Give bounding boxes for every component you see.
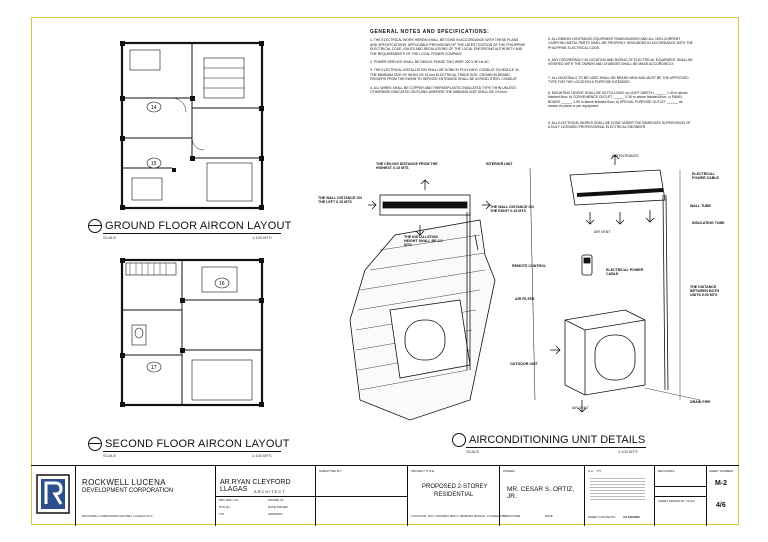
label-right: THE WALL DISTANCE ON THE RIGHT 0.15 MTS: [490, 205, 534, 213]
approval-head: A.A. - ???: [588, 469, 602, 473]
second-scale-label: SCALE: [103, 453, 117, 458]
project-cell: PROJECT TITLE: PROPOSED 2-STOREY RESIDEN…: [408, 466, 507, 526]
revisions-cell: REVISIONS SHEET DRAWN BY: CLIFF: [655, 466, 707, 526]
owner-signature: SIGNATURE: [503, 514, 521, 518]
room-tag-15: 15: [151, 161, 157, 167]
label-wall: THE INSTALLATION HEIGHT SHALL BE 2.3 MTS: [404, 235, 443, 247]
field-tin: TIN: [219, 512, 224, 516]
label-outdoor-unit: OUTDOOR UNIT: [510, 362, 538, 366]
logo-cell: [31, 466, 76, 526]
note-1: 1. THE ELECTRICAL WORK HEREIN SHALL BE D…: [370, 38, 525, 56]
label-drain-pipe: DRAIN PIPE: [690, 400, 711, 404]
notes-heading: GENERAL NOTES AND SPECIFICATIONS:: [370, 29, 490, 35]
sheet-contents-value: AS SHOWN: [623, 515, 640, 519]
second-floor-title: SECOND FLOOR AIRCON LAYOUT: [88, 437, 290, 451]
field-issued: ISSUED AT: [268, 498, 284, 502]
note-2: 2. POWER SERVICE SHALL BE SINGLE PHASE T…: [370, 60, 490, 65]
general-notes: GENERAL NOTES AND SPECIFICATIONS: 1. THE…: [370, 29, 698, 129]
sheet-contents-label: SHEET CONTENTS: [588, 515, 616, 519]
sheet-total: 4/6: [716, 502, 726, 509]
owner-name: MR. CESAR S. ORTIZ, JR.: [507, 486, 575, 500]
note-9: 9. ALL ELECTRICAL WORKS SHALL BE DONE UN…: [548, 121, 691, 130]
ground-scale-value: 1:100 MTS: [252, 235, 272, 240]
label-gap: THE DISTANCE BETWEEN BOTH UNITS 5.00 MTS: [690, 285, 720, 297]
ground-floor-title: GROUND FLOOR AIRCON LAYOUT: [88, 219, 292, 233]
details-title: AIRCONDITIONING UNIT DETAILS: [452, 433, 645, 447]
title-block: ROCKWELL LUCENA DEVELOPMENT CORPORATION …: [31, 465, 739, 526]
sheet-number-cell: SHEET NUMBER M-2 4/6: [707, 466, 739, 526]
section-symbol-icon: [88, 219, 102, 233]
field-address: ADDRESS: [268, 512, 283, 516]
architect-name: AR.RYAN CLEYFORD LLAGAS: [220, 479, 291, 493]
note-8: 8. MOUNTING HEIGHT SHALL BE AS FOLLOWS: …: [548, 91, 688, 109]
section-symbol-icon: [88, 437, 102, 451]
room-tag-14: 14: [151, 105, 157, 111]
project-location: LOCATION: STO. ROSARIO BRGY. IBABANG BIA…: [411, 514, 507, 518]
project-head: PROJECT TITLE:: [411, 469, 435, 473]
note-6: 6. ANY DISCREPANCY IN LOCATION AND RATIN…: [548, 58, 693, 67]
submitted-cell: SUBMITTED BY:: [316, 466, 408, 526]
note-7: 7. ALL MATERIALS TO BE USED SHALL BE BRA…: [548, 76, 689, 85]
project-title-1: PROPOSED 2-STOREY: [422, 484, 488, 490]
second-scale-value: 1:100 MTS: [252, 453, 272, 458]
company-name: ROCKWELL LUCENA: [82, 478, 166, 487]
submitted-head: SUBMITTED BY:: [319, 469, 342, 473]
ground-floor-plan: 14 15: [112, 38, 272, 213]
owner-cell: OWNER: MR. CESAR S. ORTIZ, JR. SIGNATURE…: [500, 466, 585, 526]
note-5: 5. ALL BRANCH-ENTRANCE EQUIPMENT PANELBO…: [548, 37, 693, 50]
company-cell: ROCKWELL LUCENA DEVELOPMENT CORPORATION …: [76, 466, 216, 526]
company-logo-icon: [36, 474, 70, 514]
label-side: THE WALL DISTANCE ON THE LEFT 0.15 MTS: [318, 196, 362, 204]
owner-date: DATE: [545, 514, 553, 518]
project-title-2: RESIDENTIAL: [434, 492, 474, 498]
label-wall-tube: WALL TUBE: [690, 204, 711, 208]
label-ceiling: THE CEILING DISTANCE FROM THE HIGHEST 0.…: [376, 162, 438, 170]
architect-cell: AR.RYAN CLEYFORD LLAGAS ARCHITECT PRC RE…: [216, 466, 316, 526]
drawn-by: SHEET DRAWN BY: CLIFF: [658, 499, 695, 503]
room-tag-17: 17: [151, 365, 157, 371]
room-tag-16: 16: [219, 281, 225, 287]
approval-cell: A.A. - ??? SHEET CONTENTS AS SHOWN: [585, 466, 655, 526]
field-prc: PRC REG. No.: [219, 498, 240, 502]
sheet-number: M-2: [715, 480, 728, 487]
details-scale-value: 1:100 MTS: [618, 449, 638, 454]
architect-role: ARCHITECT: [254, 489, 286, 494]
company-address: ROCKWELL CORPORATE CENTER, LUCENA CITY: [82, 514, 153, 518]
field-ptr: PTR No.: [219, 505, 231, 509]
label-air-vent-bottom: AIR VENT: [572, 406, 589, 410]
company-subtitle: DEVELOPMENT CORPORATION: [82, 488, 174, 494]
label-electric-cable-2: ELECTRICAL POWER CABLE: [606, 268, 644, 276]
label-air-filter: AIR FILTER: [515, 297, 535, 301]
label-indoor-unit: INTERIOR UNIT: [486, 162, 513, 166]
field-date-issued: DATE ISSUED: [268, 505, 288, 509]
sheet-number-head: SHEET NUMBER: [709, 469, 733, 473]
label-insulating-tube: INSULATING TUBE: [692, 221, 725, 225]
revisions-head: REVISIONS: [658, 469, 675, 473]
note-4: 4. ALL WIRES SHALL BE COPPER AND THERMOP…: [370, 85, 516, 95]
label-air-vent-top: AIR VENT: [594, 230, 611, 234]
owner-head: OWNER:: [503, 469, 516, 473]
label-electrical-cable: ELECTRICAL POWER CABLE: [692, 172, 719, 180]
sheet-frame: [31, 17, 739, 525]
section-symbol-icon: [452, 433, 466, 447]
label-remote: REMOTE CONTROL: [512, 264, 547, 268]
note-3: 3. THE ELECTRICAL INSTALLATION SHALL BE …: [370, 68, 519, 82]
details-scale-label: SCALE: [466, 449, 480, 454]
second-floor-plan: 16 17: [112, 255, 272, 415]
aircon-details-drawing: [349, 154, 701, 421]
ground-scale-label: SCALE: [103, 235, 117, 240]
label-air-entrance: AIR ENTRANCE: [612, 154, 639, 158]
